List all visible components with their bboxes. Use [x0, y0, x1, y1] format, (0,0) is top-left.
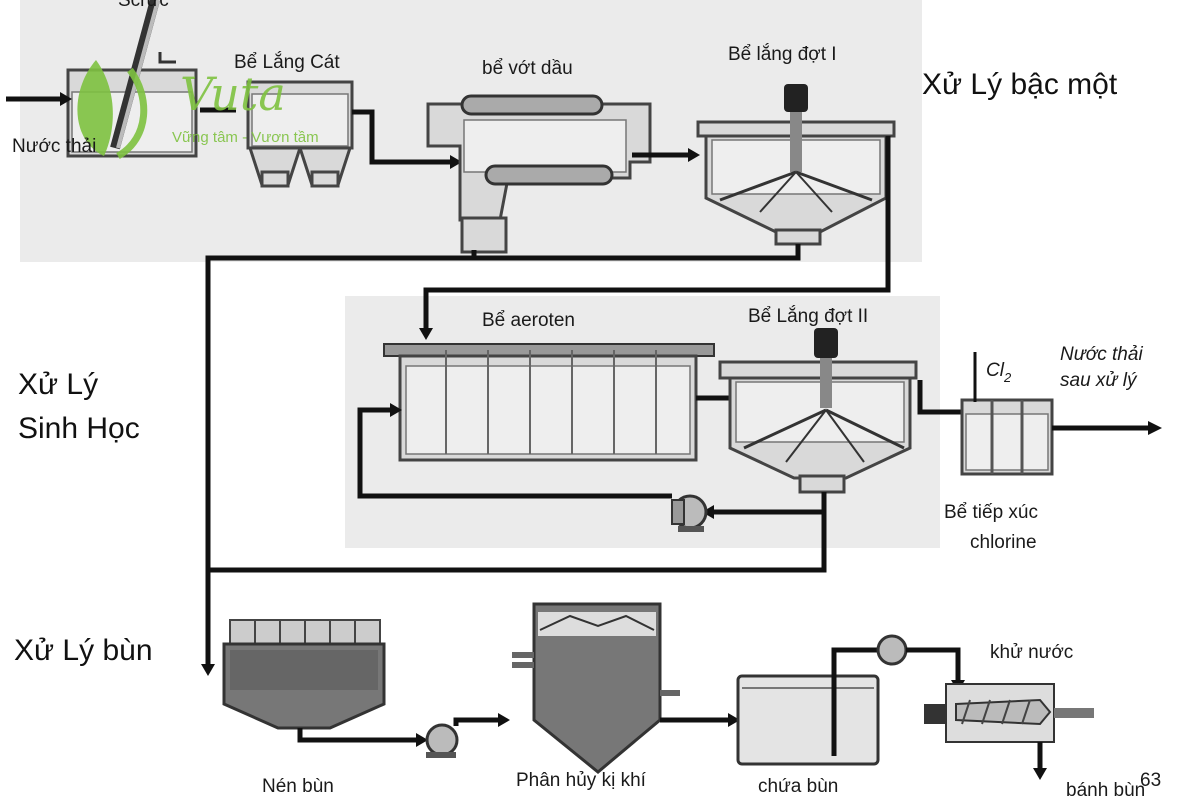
- section-primary: Xử Lý bậc một: [922, 68, 1118, 101]
- arrow-digester-storage: [728, 713, 740, 727]
- section-sludge: Xử Lý bùn: [14, 634, 153, 667]
- arrow-thickener-pump: [416, 733, 428, 747]
- pipe-clarifier1-aeration: [423, 136, 891, 330]
- label-chlorine-tank-line1: Bể tiếp xúc: [944, 502, 1038, 523]
- label-chlorine: Cl2: [986, 360, 1012, 385]
- sludge-storage-tank: [736, 674, 880, 766]
- pipe-thickener-pump: [297, 728, 418, 743]
- label-secondary-clarifier: Bể Lắng đợt II: [748, 305, 868, 327]
- vuta-logo: Vuta Vững tâm - Vươn tầm: [77, 60, 319, 160]
- pipe-oil-sludge: [205, 250, 477, 668]
- label-sludge-storage: chứa bùn: [758, 776, 838, 797]
- arrow-return-aeration: [390, 403, 402, 417]
- arrow-aeration-in: [419, 328, 433, 340]
- logo-tagline: Vững tâm - Vươn tầm: [172, 129, 319, 146]
- anaerobic-digester: [512, 602, 680, 774]
- secondary-clarifier: [718, 328, 918, 494]
- label-cake: bánh bùn: [1066, 780, 1145, 800]
- label-wastewater-in: Nước thải: [12, 136, 96, 157]
- dewatering-pump: [876, 634, 908, 666]
- pipe-waste-sludge: [210, 510, 827, 573]
- arrow-oil-clarifier1: [688, 148, 700, 162]
- sludge-pump: [425, 723, 459, 758]
- pipe-pump-digester: [453, 717, 500, 726]
- label-primary-clarifier: Bể lắng đợt I: [728, 43, 837, 65]
- label-aeration-tank: Bể aeroten: [482, 310, 575, 331]
- primary-clarifier: [696, 84, 896, 246]
- arrow-to-thickener: [201, 664, 215, 676]
- label-treated-line1: Nước thải: [1060, 344, 1143, 365]
- label-treated-line2: sau xử lý: [1060, 370, 1138, 391]
- label-dewatering: khử nước: [990, 642, 1073, 663]
- pipe-pump-dewatering: [906, 647, 961, 682]
- label-chlorine-tank-line2: chlorine: [970, 532, 1037, 553]
- label-grit-chamber: Bể Lắng Cát: [234, 51, 340, 73]
- pipe-return-to-aeration: [357, 407, 672, 499]
- outlet-arrow: [1148, 421, 1162, 435]
- dewatering-centrifuge: [924, 683, 1094, 743]
- aeration-tank: [383, 343, 715, 462]
- arrow-return-pump: [702, 505, 714, 519]
- logo-name: Vuta: [180, 67, 286, 121]
- label-digester: Phân hủy kị khí: [516, 770, 647, 791]
- section-biological-line2: Sinh Học: [18, 412, 140, 445]
- chlorine-contact-tank: [960, 398, 1054, 476]
- label-oil-separator: bể vớt dầu: [482, 58, 573, 79]
- pipe-grit-oil: [352, 109, 452, 165]
- pipe-clarifier1-sludge: [476, 244, 801, 261]
- arrow-pump-digester: [498, 713, 510, 727]
- pipe-storage-pump: [831, 647, 880, 756]
- arrow-cake-out: [1033, 768, 1047, 780]
- leaf-icon: [77, 60, 113, 156]
- grit-chamber: [246, 80, 354, 188]
- page-number: 63: [1140, 770, 1161, 791]
- oil-separator: [426, 94, 652, 254]
- thickener: [222, 619, 386, 730]
- pipe-clarifier2-chlorine: [917, 380, 962, 415]
- label-thickener: Nén bùn: [262, 776, 334, 797]
- arrow-grit-oil: [450, 155, 462, 169]
- return-sludge-pump: [671, 494, 708, 532]
- section-biological-line1: Xử Lý: [18, 368, 98, 401]
- label-screen: Scrưc: [118, 0, 169, 11]
- inlet-arrow: [60, 92, 72, 106]
